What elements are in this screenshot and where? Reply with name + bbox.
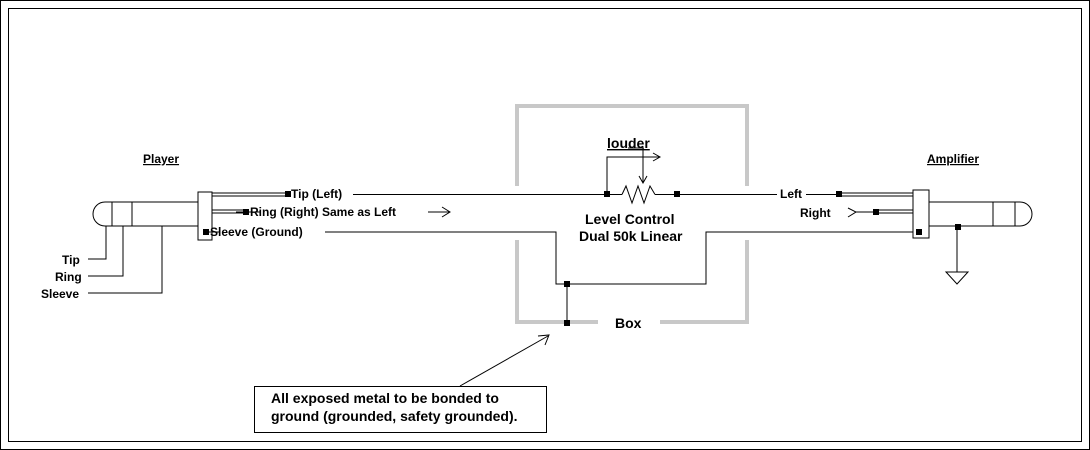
note-pointer (459, 334, 550, 387)
sleeve-ground-label: Sleeve (Ground) (210, 225, 303, 239)
tip-left-label: Tip (Left) (291, 187, 342, 201)
level-control-label: Level Control (585, 211, 674, 227)
note-line-2: ground (grounded, safety grounded). (271, 408, 518, 424)
sleeve-ground-wire (205, 226, 970, 324)
ring-right-label: Ring (Right) Same as Left (250, 205, 396, 219)
right-label: Right (800, 206, 831, 220)
note-line-1: All exposed metal to be bonded to (271, 390, 499, 406)
enclosure-box (515, 104, 749, 324)
louder-label: louder (607, 135, 650, 151)
note-box (254, 386, 547, 433)
tip-label: Tip (62, 253, 80, 267)
junction-dots (203, 191, 961, 326)
amplifier-label: Amplifier (927, 152, 979, 166)
tip-left-wire (212, 184, 913, 205)
left-label: Left (780, 187, 802, 201)
box-label: Box (615, 315, 642, 331)
player-plug (92, 191, 213, 241)
player-label: Player (143, 152, 179, 166)
ring-label: Ring (55, 270, 82, 284)
amplifier-plug (912, 189, 1033, 239)
dual-50k-label: Dual 50k Linear (579, 228, 683, 244)
wiper-arrow (606, 147, 662, 194)
sleeve-label: Sleeve (41, 287, 79, 301)
player-plug-leaders (88, 226, 163, 294)
inner-border (8, 8, 1082, 442)
